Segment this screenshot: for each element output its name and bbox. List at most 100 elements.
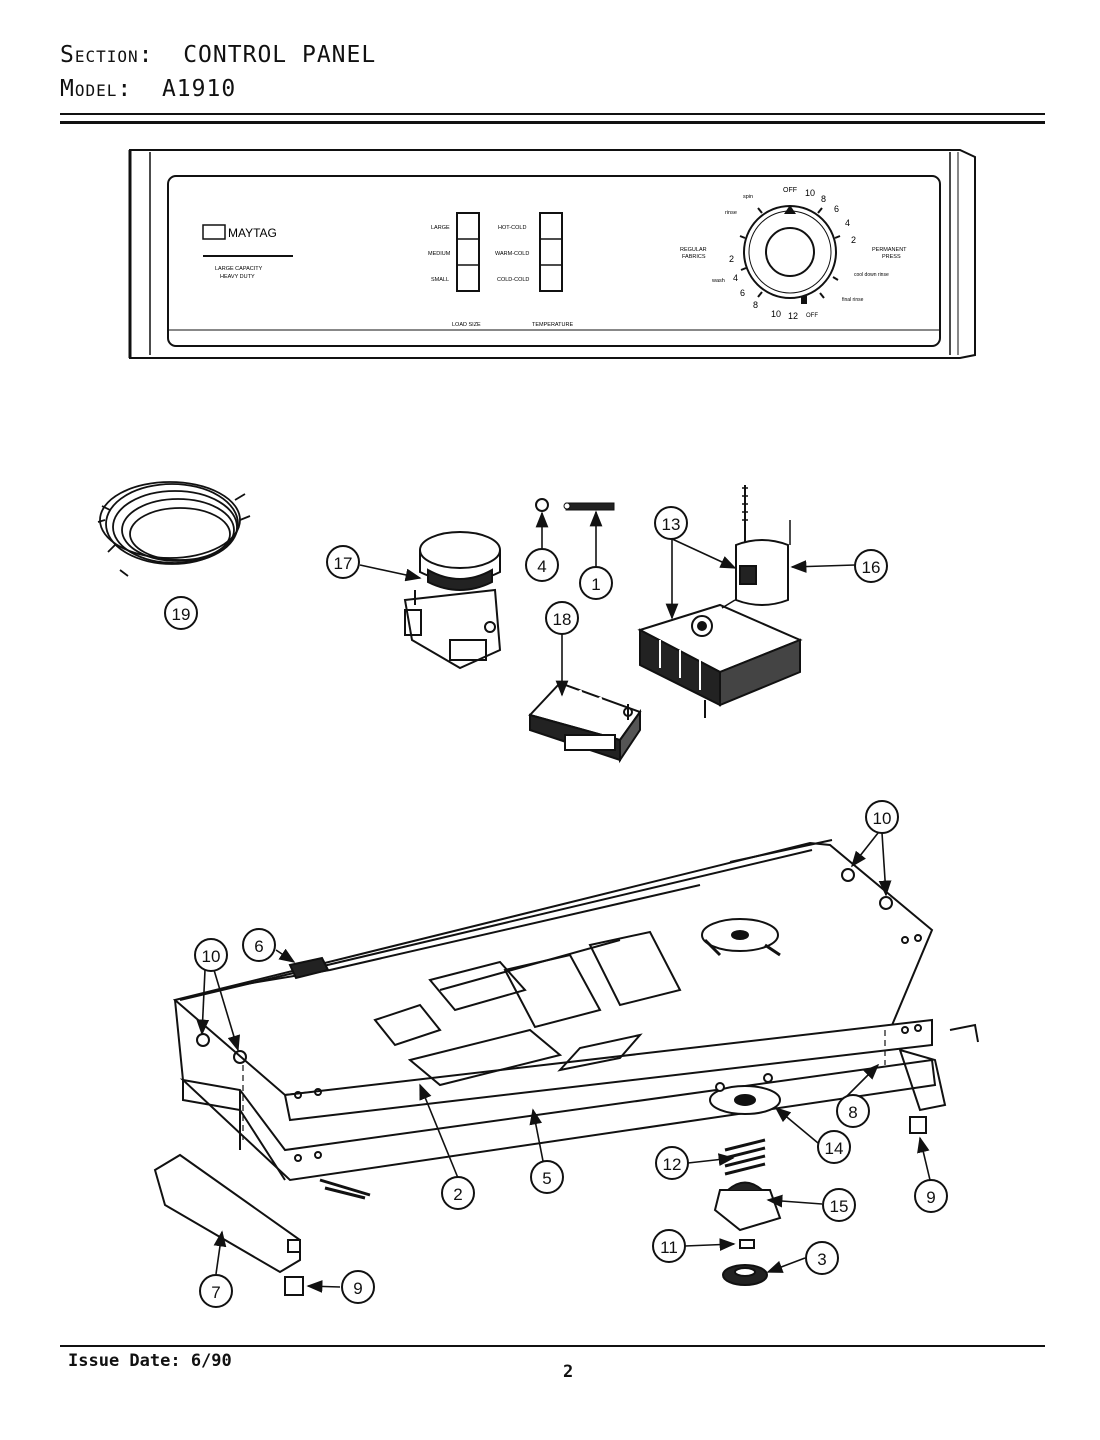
maytag-logo-icon bbox=[202, 224, 226, 240]
dial-final-rinse: final rinse bbox=[842, 297, 864, 303]
callout-9-left: 9 bbox=[341, 1270, 375, 1304]
svg-text:9: 9 bbox=[926, 1188, 935, 1207]
svg-text:4: 4 bbox=[537, 557, 546, 576]
callout-18: 18 bbox=[545, 601, 579, 635]
part-4-ring-icon bbox=[535, 498, 549, 512]
part-6-clip-icon bbox=[288, 956, 330, 980]
dial-num-4: 4 bbox=[845, 218, 850, 228]
callout-11: 11 bbox=[652, 1229, 686, 1263]
temperature-caption: TEMPERATURE bbox=[532, 322, 573, 328]
btn-small: SMALL bbox=[431, 277, 449, 283]
btn-cold-cold: COLD-COLD bbox=[497, 277, 529, 283]
dial-press: PRESS bbox=[882, 254, 901, 260]
svg-text:17: 17 bbox=[334, 554, 353, 573]
svg-text:14: 14 bbox=[825, 1139, 844, 1158]
svg-text:13: 13 bbox=[662, 515, 681, 534]
timer-assembly-illustration bbox=[637, 485, 803, 718]
section-label: Section: bbox=[60, 42, 154, 68]
callout-5: 5 bbox=[530, 1160, 564, 1194]
dial-cool-down-rinse: cool down rinse bbox=[854, 272, 889, 278]
dial-wash: wash bbox=[711, 278, 725, 284]
section-heading: Section: CONTROL PANEL bbox=[60, 42, 376, 68]
svg-text:15: 15 bbox=[830, 1197, 849, 1216]
dial-num-left-12: 12 bbox=[788, 311, 798, 321]
load-size-caption: LOAD SIZE bbox=[452, 322, 481, 328]
page-number: 2 bbox=[563, 1362, 574, 1382]
svg-text:19: 19 bbox=[172, 605, 191, 624]
dial-num-left-6: 6 bbox=[740, 288, 745, 298]
svg-text:7: 7 bbox=[211, 1283, 220, 1302]
wire-harness-illustration bbox=[97, 481, 251, 577]
callout-10-left: 10 bbox=[194, 938, 228, 972]
svg-text:18: 18 bbox=[553, 610, 572, 629]
callout-16: 16 bbox=[854, 549, 888, 583]
svg-text:2: 2 bbox=[453, 1185, 462, 1204]
console-frame-illustration bbox=[172, 839, 979, 1200]
model-label: Model: bbox=[60, 76, 133, 102]
part-1-pin-icon bbox=[563, 502, 615, 511]
dial-fabrics: FABRICS bbox=[682, 254, 706, 260]
dial-num-8: 8 bbox=[821, 194, 826, 204]
footer-rule bbox=[60, 1345, 1045, 1347]
svg-text:10: 10 bbox=[202, 947, 221, 966]
svg-text:8: 8 bbox=[848, 1103, 857, 1122]
svg-text:1: 1 bbox=[591, 575, 600, 594]
dial-off-bottom: OFF bbox=[806, 313, 818, 319]
dial-rinse: rinse bbox=[725, 210, 737, 216]
callout-17: 17 bbox=[326, 545, 360, 579]
svg-text:10: 10 bbox=[873, 809, 892, 828]
svg-text:5: 5 bbox=[542, 1169, 551, 1188]
callout-13: 13 bbox=[654, 506, 688, 540]
callout-19: 19 bbox=[164, 596, 198, 630]
dial-num-left-4: 4 bbox=[733, 273, 738, 283]
svg-text:3: 3 bbox=[817, 1250, 826, 1269]
callout-3: 3 bbox=[805, 1241, 839, 1275]
part-9-nut-icon bbox=[284, 1116, 927, 1296]
btn-medium: MEDIUM bbox=[428, 251, 451, 257]
btn-warm-cold: WARM-COLD bbox=[495, 251, 529, 257]
dial-num-6: 6 bbox=[834, 204, 839, 214]
callout-9-right: 9 bbox=[914, 1179, 948, 1213]
timer-dial-icon bbox=[739, 205, 841, 304]
callout-2: 2 bbox=[441, 1176, 475, 1210]
btn-hot-cold: HOT-COLD bbox=[498, 225, 526, 231]
callout-14: 14 bbox=[817, 1130, 851, 1164]
leader-lines bbox=[196, 510, 931, 1293]
issue-date: Issue Date: 6/90 bbox=[68, 1351, 232, 1371]
callout-6: 6 bbox=[242, 928, 276, 962]
callout-10-right: 10 bbox=[865, 800, 899, 834]
callout-12: 12 bbox=[655, 1146, 689, 1180]
dial-off-top: OFF bbox=[783, 187, 797, 194]
dial-spin: spin bbox=[743, 194, 753, 200]
dial-num-left-8: 8 bbox=[753, 300, 758, 310]
callout-15: 15 bbox=[822, 1188, 856, 1222]
callout-1: 1 bbox=[579, 566, 613, 600]
part-7-bracket-illustration bbox=[153, 1153, 301, 1274]
callouts: 19 17 4 1 13 16 18 10 10 6 8 14 12 2 5 9… bbox=[164, 506, 948, 1308]
svg-text:12: 12 bbox=[663, 1155, 682, 1174]
section-value: CONTROL PANEL bbox=[183, 42, 377, 68]
callout-4: 4 bbox=[525, 548, 559, 582]
svg-text:9: 9 bbox=[353, 1279, 362, 1298]
dial-num-10: 10 bbox=[805, 188, 815, 198]
terminal-block-illustration bbox=[528, 681, 642, 764]
svg-text:16: 16 bbox=[862, 558, 881, 577]
switch-assembly-illustration bbox=[403, 531, 502, 670]
panel-brand: MAYTAG bbox=[228, 226, 277, 240]
model-value: A1910 bbox=[161, 76, 237, 102]
dial-num-left-10: 10 bbox=[771, 309, 781, 319]
btn-large: LARGE bbox=[431, 225, 450, 231]
dial-permanent: PERMANENT bbox=[872, 247, 907, 253]
dial-num-left-2: 2 bbox=[729, 254, 734, 264]
model-heading: Model: A1910 bbox=[60, 76, 236, 102]
panel-subtitle-1: LARGE CAPACITY bbox=[215, 266, 263, 272]
control-panel-illustration: MAYTAG LARGE CAPACITY HEAVY DUTY LARGE M… bbox=[128, 149, 976, 359]
callout-8: 8 bbox=[836, 1094, 870, 1128]
panel-subtitle-2: HEAVY DUTY bbox=[220, 274, 255, 280]
svg-text:6: 6 bbox=[254, 937, 263, 956]
agitator-stack-illustration bbox=[709, 1073, 782, 1286]
callout-7: 7 bbox=[199, 1274, 233, 1308]
dial-num-2: 2 bbox=[851, 235, 856, 245]
